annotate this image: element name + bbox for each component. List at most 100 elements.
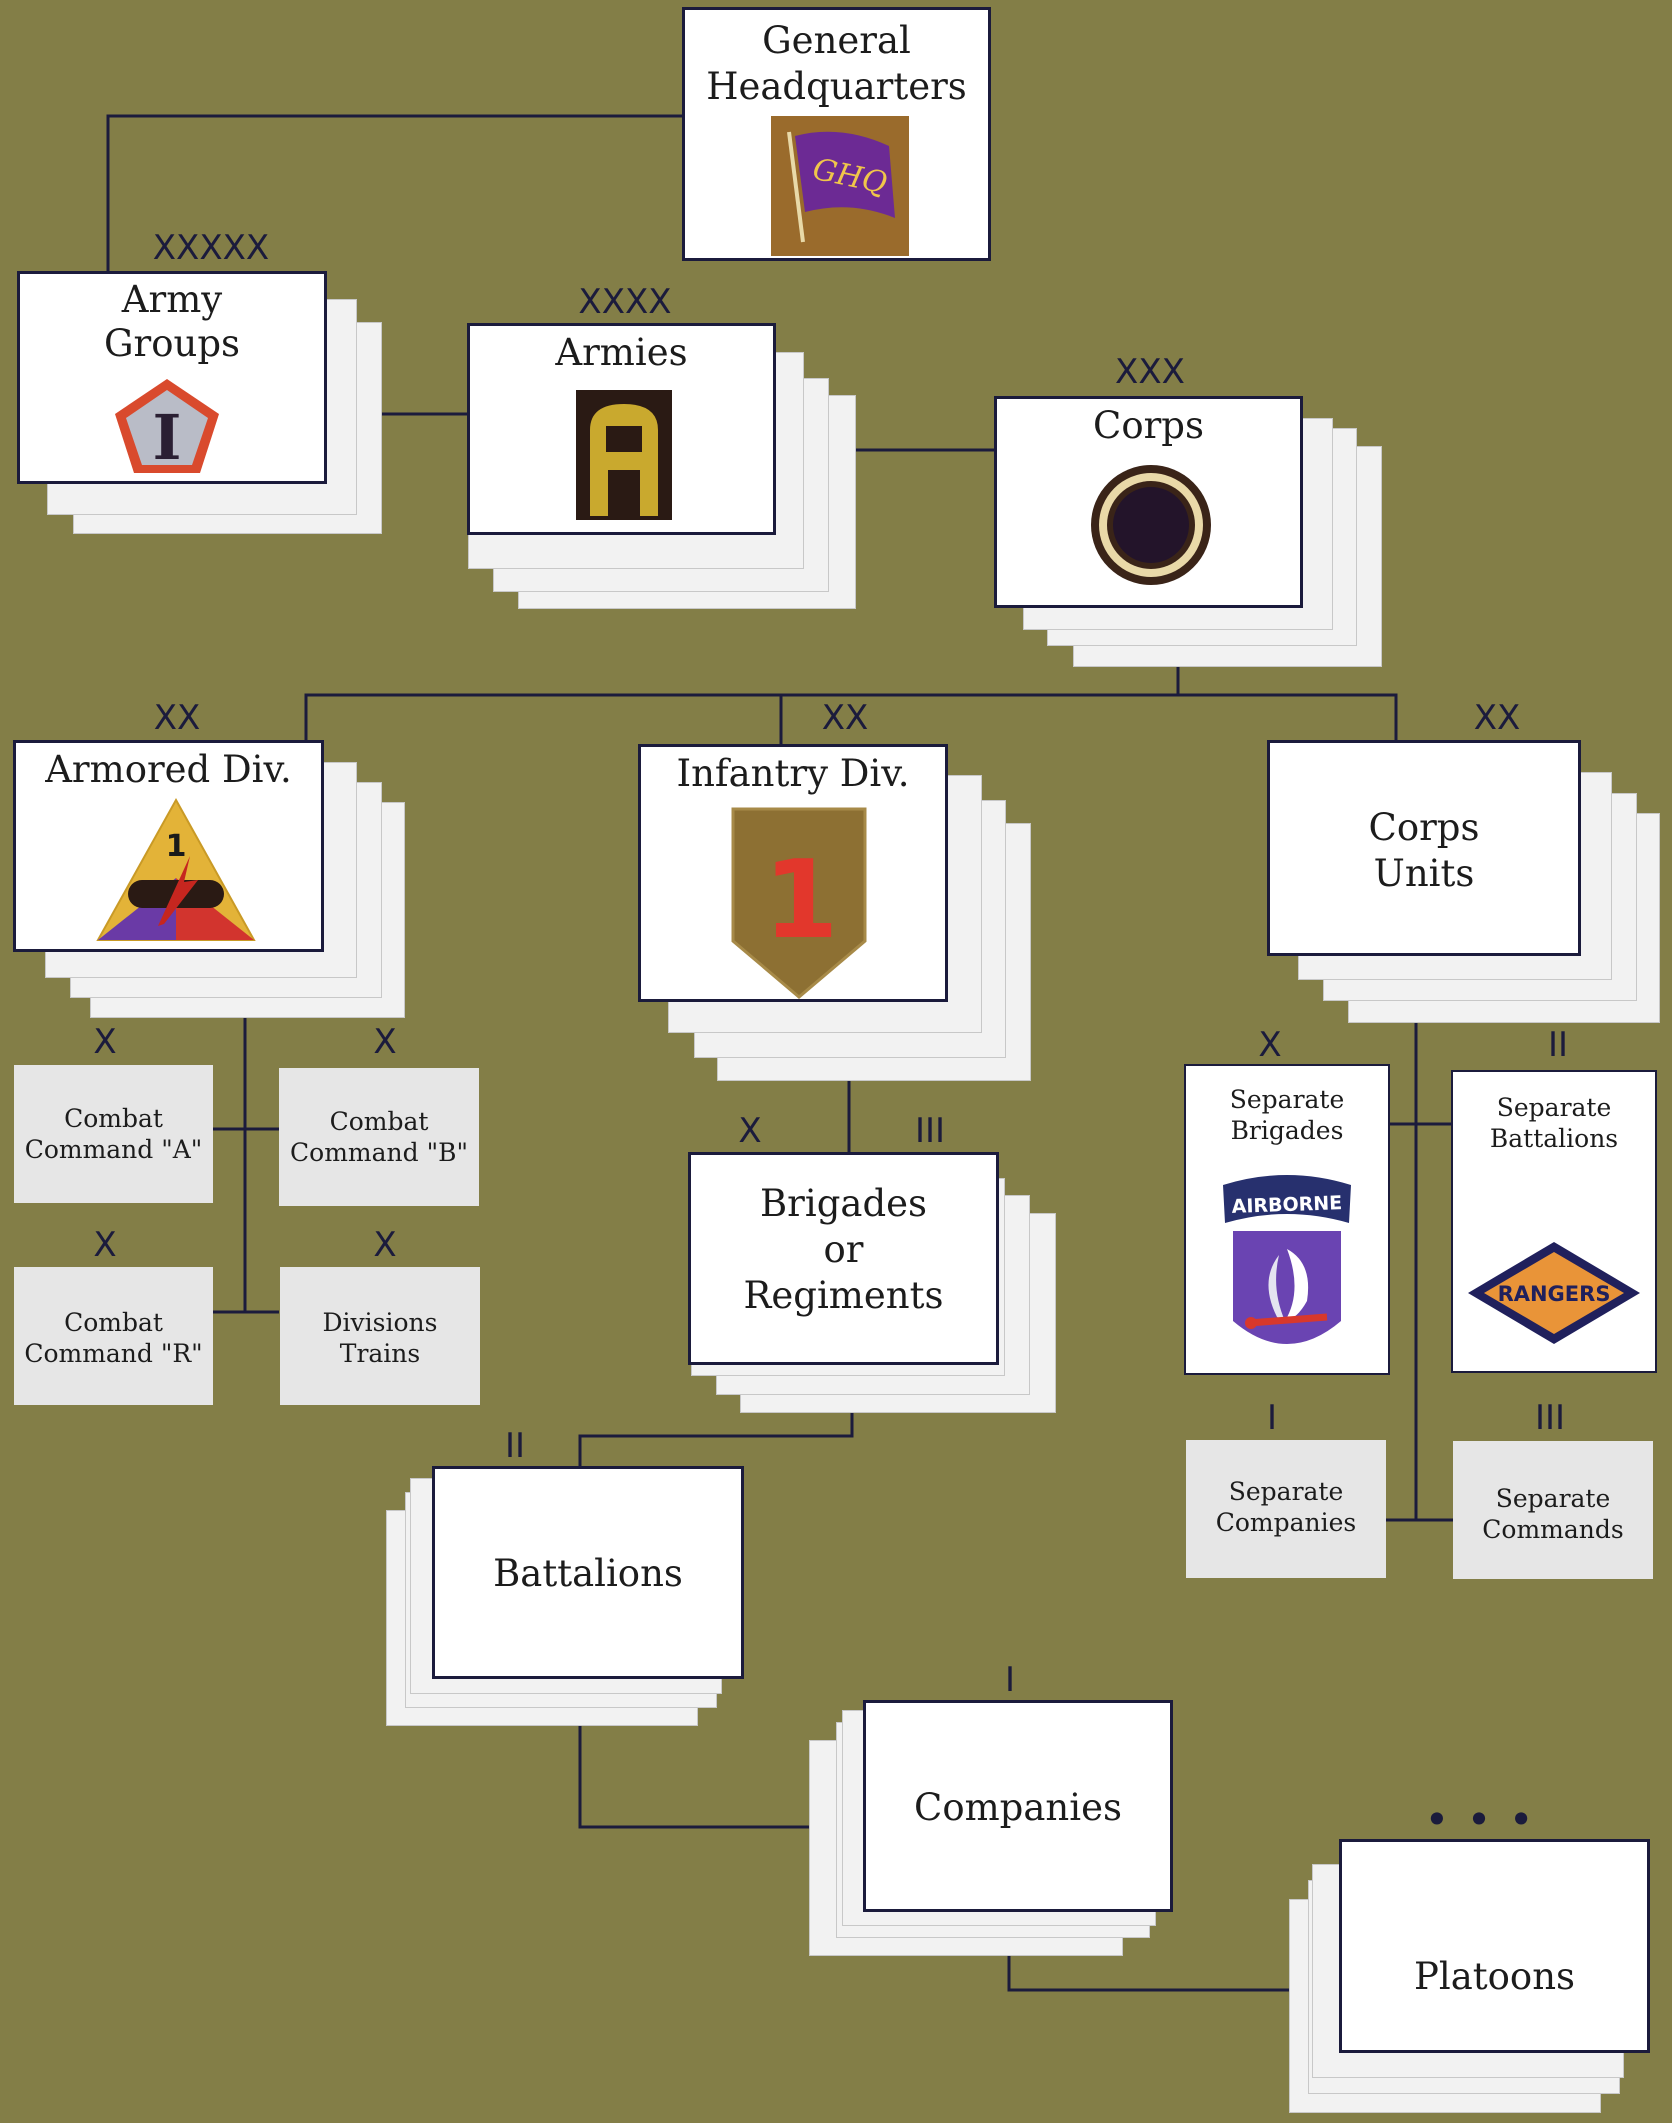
- node-label: Companies: [866, 1703, 1170, 1831]
- label-line: Combat: [64, 1104, 163, 1133]
- label-line: General: [762, 19, 911, 62]
- ghq-flag-patch-icon: GHQ: [771, 116, 909, 260]
- rank-separate-battalions: II: [1547, 1025, 1569, 1065]
- label-line: Companies: [914, 1786, 1122, 1829]
- node-label: Divisions Trains: [280, 1267, 480, 1369]
- node-battalions[interactable]: Battalions: [432, 1466, 744, 1679]
- node-armored-div[interactable]: Armored Div. 1: [13, 740, 324, 952]
- node-separate-commands[interactable]: Separate Commands: [1453, 1441, 1653, 1579]
- label-line: or: [823, 1228, 864, 1271]
- label-line: Separate: [1229, 1085, 1345, 1114]
- node-label: Infantry Div.: [641, 747, 945, 797]
- node-corps-units[interactable]: Corps Units: [1267, 740, 1581, 956]
- rank-divisions-trains: X: [373, 1225, 397, 1265]
- node-separate-brigades[interactable]: Separate Brigades AIRBORNE: [1184, 1064, 1390, 1375]
- label-line: Separate: [1228, 1477, 1344, 1506]
- node-label: Armored Div.: [16, 743, 321, 793]
- rank-armored-div: XX: [153, 698, 201, 738]
- node-label: Brigades or Regiments: [691, 1155, 996, 1319]
- label-line: Platoons: [1413, 1955, 1576, 1998]
- node-label: Combat Command "R": [14, 1267, 213, 1369]
- node-armies[interactable]: Armies: [467, 323, 776, 535]
- rank-companies: I: [1004, 1660, 1016, 1700]
- node-label: Armies: [470, 326, 773, 376]
- node-label: Combat Command "B": [279, 1068, 479, 1168]
- infantry-division-shield-patch-icon: 1: [729, 801, 869, 1005]
- rank-corps: XXX: [1115, 352, 1185, 392]
- label-line: Commands: [1482, 1515, 1624, 1544]
- node-infantry-div[interactable]: Infantry Div. 1: [638, 744, 948, 1002]
- label-line: Infantry Div.: [676, 752, 910, 795]
- label-line: Combat: [64, 1308, 163, 1337]
- rangers-patch-text: RANGERS: [1498, 1282, 1611, 1306]
- rank-army-groups: XXXXX: [152, 228, 270, 268]
- node-label: Battalions: [435, 1469, 741, 1597]
- armored-patch-text: 1: [166, 829, 187, 864]
- label-line: Companies: [1215, 1508, 1357, 1537]
- label-line: Headquarters: [706, 65, 967, 108]
- rank-infantry-div: XX: [821, 698, 869, 738]
- node-army-groups[interactable]: Army Groups I: [17, 271, 327, 484]
- rank-separate-companies: I: [1266, 1398, 1278, 1438]
- label-line: Units: [1373, 852, 1475, 895]
- node-label: Separate Battalions: [1453, 1072, 1655, 1154]
- node-divisions-trains[interactable]: Divisions Trains: [280, 1267, 480, 1405]
- label-line: Separate: [1496, 1093, 1612, 1122]
- node-combat-command-a[interactable]: Combat Command "A": [14, 1065, 213, 1203]
- node-label: Separate Commands: [1453, 1441, 1653, 1545]
- infantry-patch-text: 1: [763, 838, 838, 963]
- line-corpsunits: [1178, 693, 1398, 742]
- label-line: Army: [121, 278, 223, 321]
- rank-combat-command-r: X: [93, 1225, 117, 1265]
- rank-separate-brigades: X: [1258, 1025, 1282, 1065]
- armored-division-triangle-patch-icon: 1: [94, 796, 258, 948]
- airborne-eagle-patch-icon: AIRBORNE: [1219, 1171, 1355, 1367]
- node-combat-command-b[interactable]: Combat Command "B": [279, 1068, 479, 1206]
- label-line: Trains: [339, 1339, 421, 1368]
- node-brigades-or-regiments[interactable]: Brigades or Regiments: [688, 1152, 999, 1365]
- rank-armies: XXXX: [578, 282, 672, 322]
- label-line: Separate: [1495, 1484, 1611, 1513]
- label-line: Corps: [1368, 806, 1480, 849]
- node-combat-command-r[interactable]: Combat Command "R": [14, 1267, 213, 1405]
- node-label: General Headquarters: [685, 10, 988, 110]
- corps-circle-patch-icon: [1089, 463, 1213, 591]
- line-battalions-companies: [578, 1677, 866, 1829]
- label-line: Battalions: [493, 1552, 683, 1595]
- node-general-headquarters[interactable]: General Headquarters GHQ: [682, 7, 991, 261]
- label-line: Armored Div.: [45, 748, 292, 791]
- node-label: Separate Brigades: [1186, 1066, 1388, 1146]
- label-line: Divisions: [322, 1308, 438, 1337]
- airborne-patch-text: AIRBORNE: [1231, 1192, 1342, 1218]
- line-brigades-battalions: [578, 1407, 854, 1467]
- label-line: Battalions: [1489, 1124, 1619, 1153]
- rank-battalions: II: [504, 1426, 526, 1466]
- line-ghq-armygroups: [106, 114, 683, 271]
- rank-brigades: X: [738, 1111, 762, 1151]
- label-line: Armies: [555, 331, 688, 374]
- label-line: Corps: [1093, 404, 1204, 447]
- label-line: Combat: [329, 1107, 429, 1136]
- rangers-diamond-patch-icon: RANGERS: [1464, 1238, 1644, 1352]
- node-label: Separate Companies: [1186, 1440, 1386, 1538]
- node-separate-companies[interactable]: Separate Companies: [1186, 1440, 1386, 1578]
- node-companies[interactable]: Companies: [863, 1700, 1173, 1912]
- node-platoons[interactable]: Platoons: [1339, 1839, 1650, 2053]
- label-line: Groups: [103, 322, 241, 365]
- army-group-pentagon-patch-icon: I: [112, 376, 222, 480]
- rank-platoons: • • •: [1424, 1795, 1536, 1844]
- army-group-patch-text: I: [152, 401, 181, 474]
- node-separate-battalions[interactable]: Separate Battalions RANGERS: [1451, 1070, 1657, 1373]
- node-label: Combat Command "A": [14, 1065, 213, 1165]
- node-label: Corps Units: [1270, 743, 1578, 897]
- rank-separate-commands: III: [1534, 1398, 1566, 1438]
- rank-regiments: III: [914, 1111, 946, 1151]
- first-army-a-patch-icon: [576, 390, 672, 524]
- node-label: Army Groups: [20, 274, 324, 366]
- rank-combat-command-b: X: [373, 1022, 397, 1062]
- node-corps[interactable]: Corps: [994, 396, 1303, 608]
- label-line: Command "B": [290, 1138, 468, 1167]
- label-line: Brigades: [759, 1182, 928, 1225]
- rank-corps-units: XX: [1473, 698, 1521, 738]
- node-label: Platoons: [1342, 1842, 1647, 2000]
